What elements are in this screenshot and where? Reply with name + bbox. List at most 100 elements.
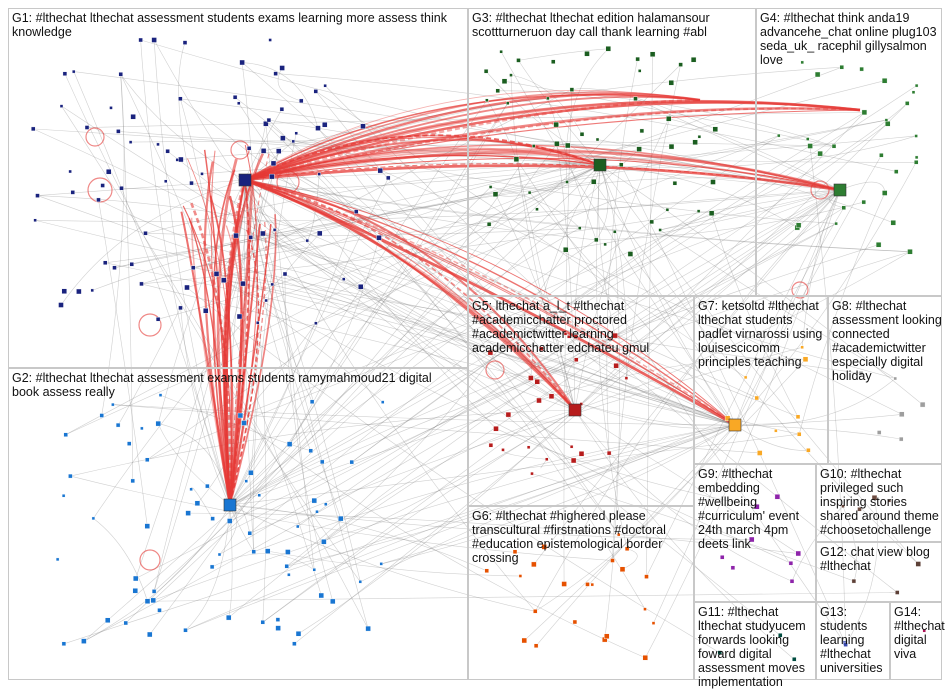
network-node xyxy=(260,230,266,237)
network-node xyxy=(144,598,151,604)
network-edge xyxy=(495,164,601,197)
network-edge xyxy=(265,164,601,301)
network-node xyxy=(639,128,645,134)
node-layer xyxy=(31,37,926,662)
network-node xyxy=(495,88,500,94)
network-node xyxy=(548,393,555,399)
network-node xyxy=(604,633,610,639)
network-node xyxy=(613,230,617,234)
network-edge xyxy=(244,135,917,181)
highlighted-edge xyxy=(244,100,861,182)
network-node xyxy=(532,144,536,148)
network-node xyxy=(76,288,82,295)
network-node xyxy=(286,441,293,447)
network-node xyxy=(754,504,760,510)
highlighted-edge xyxy=(244,92,701,182)
network-edge xyxy=(229,85,917,506)
network-node xyxy=(84,125,90,130)
network-node xyxy=(603,242,607,247)
network-node xyxy=(144,523,151,529)
network-edge xyxy=(244,179,572,447)
network-node xyxy=(237,101,241,106)
network-edge xyxy=(185,504,231,631)
network-node xyxy=(55,557,60,562)
network-node xyxy=(99,413,104,418)
network-node xyxy=(264,298,268,303)
network-node xyxy=(312,568,316,572)
network-edge xyxy=(153,39,231,506)
self-loop-edge xyxy=(810,180,830,200)
network-node xyxy=(217,552,222,557)
network-edge xyxy=(734,207,845,426)
network-edge xyxy=(186,66,842,288)
network-edge xyxy=(229,239,597,506)
network-edge xyxy=(659,229,896,379)
network-node xyxy=(190,265,196,270)
network-node xyxy=(381,400,385,404)
highlighted-edge xyxy=(244,107,861,182)
network-edge xyxy=(306,174,320,241)
network-edge xyxy=(660,189,841,231)
network-edge xyxy=(596,201,864,241)
network-node xyxy=(96,197,101,203)
network-edge xyxy=(153,424,736,601)
network-edge xyxy=(229,223,837,522)
group-panel-g11: G11: #lthechat lthechat studyucem forwar… xyxy=(694,602,816,689)
highlighted-edge xyxy=(244,99,861,182)
network-edge xyxy=(842,506,858,582)
network-node xyxy=(109,106,113,110)
network-node xyxy=(627,251,634,257)
network-node xyxy=(275,617,281,622)
network-edge xyxy=(93,518,148,602)
network-edge xyxy=(286,249,566,567)
network-node xyxy=(315,125,321,131)
group-panel-g5: G5: lthechat a_l_t #lthechat #academicch… xyxy=(468,296,694,506)
network-node xyxy=(138,37,143,43)
network-node xyxy=(839,64,844,70)
network-node xyxy=(376,235,382,241)
network-edge xyxy=(229,211,357,506)
network-edge xyxy=(135,223,837,579)
network-node xyxy=(624,376,629,380)
group-label-g12: G12: chat view blog #lthechat xyxy=(820,545,930,573)
network-node xyxy=(31,126,36,132)
network-node xyxy=(365,625,371,632)
network-node xyxy=(591,178,597,185)
network-node xyxy=(579,131,585,137)
network-node xyxy=(633,96,638,102)
network-edge xyxy=(188,512,799,554)
network-node xyxy=(792,657,797,662)
network-node xyxy=(165,149,170,154)
network-edge xyxy=(185,424,736,631)
network-edge xyxy=(574,207,844,411)
network-node xyxy=(518,574,523,578)
network-node xyxy=(241,420,247,426)
network-edge xyxy=(568,336,736,426)
network-edge xyxy=(277,67,302,102)
network-node xyxy=(240,280,246,287)
network-node xyxy=(612,332,618,339)
network-node xyxy=(730,565,736,570)
group-label-g4: G4: #lthechat think anda19 advancehe_cha… xyxy=(760,11,937,67)
network-node xyxy=(678,62,683,67)
network-node xyxy=(61,288,67,294)
network-node xyxy=(545,457,549,461)
network-node xyxy=(585,582,590,587)
network-node xyxy=(795,550,801,557)
network-node xyxy=(644,574,649,579)
network-edge xyxy=(574,103,908,411)
network-node xyxy=(565,142,571,149)
network-edge xyxy=(630,253,736,426)
network-node xyxy=(349,459,354,465)
network-node xyxy=(182,40,188,45)
network-node xyxy=(296,524,300,529)
network-edge xyxy=(529,192,736,426)
network-node xyxy=(922,629,926,633)
network-node xyxy=(851,578,857,584)
network-node xyxy=(881,77,888,84)
network-node xyxy=(617,532,621,537)
network-edge xyxy=(581,403,736,429)
highlighted-edge xyxy=(244,179,576,411)
network-node xyxy=(257,493,261,497)
hub-node xyxy=(593,158,607,172)
